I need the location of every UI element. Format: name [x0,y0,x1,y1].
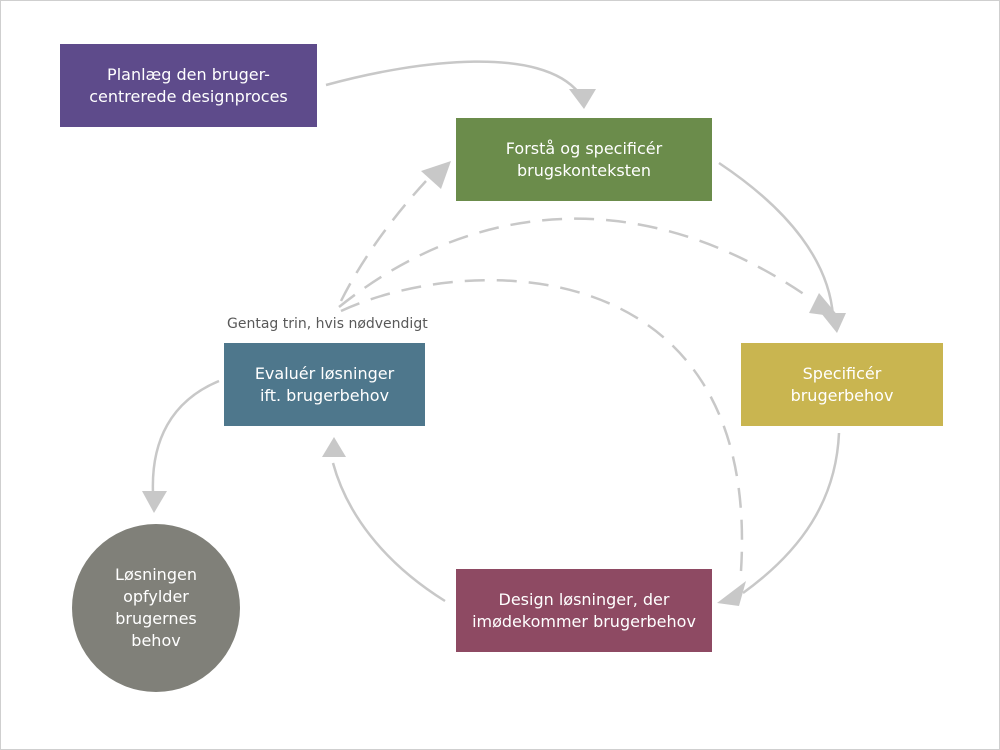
arrowhead-specify [821,313,846,333]
arrowhead-understand [569,89,596,109]
arrowhead-dashed-understand [421,161,451,189]
solution-line3: brugernes [115,609,197,628]
evaluate-box-line1: Evaluér løsninger [254,363,395,383]
arrow-design-to-evaluate [331,462,446,603]
dashed-arrow-repeat-to-specify [338,217,812,308]
dashed-arrow-repeat-to-understand [339,180,427,302]
design-box-line1: Design løsninger, der [498,589,670,609]
specify-box-line2: brugerbehov [790,385,894,405]
plan-process-box: Planlæg den bruger- centrerede designpro… [60,44,317,127]
solution-line4: behov [131,631,181,650]
arrow-evaluate-to-solution [151,379,220,494]
understand-context-box: Forstå og specificér brugskonteksten [456,118,712,201]
arrow-plan-to-understand [325,60,580,94]
understand-box-line2: brugskonteksten [517,160,651,180]
arrowhead-dashed-specify [809,293,839,317]
solution-line2: opfylder [123,587,189,606]
arrowhead-design [717,581,746,606]
evaluate-solutions-box: Evaluér løsninger ift. brugerbehov [224,343,425,426]
dashed-arrow-repeat-to-design [340,279,744,572]
evaluate-box-line2: ift. brugerbehov [259,385,390,405]
arrow-understand-to-specify [718,161,835,317]
design-box-line2: imødekommer brugerbehov [472,611,696,631]
specify-box-line1: Specificér [802,363,882,383]
solution-line1: Løsningen [115,565,197,584]
design-solutions-box: Design løsninger, der imødekommer bruger… [456,569,712,652]
arrowhead-solution [142,491,167,513]
arrow-specify-to-design [742,432,841,595]
specify-needs-box: Specificér brugerbehov [741,343,943,426]
solution-meets-needs-circle: Løsningen opfylder brugernes behov [72,524,240,692]
understand-box-line1: Forstå og specificér [505,138,663,158]
repeat-steps-label: Gentag trin, hvis nødvendigt [227,316,428,332]
arrowhead-evaluate [322,437,346,457]
plan-box-line2: centrerede designproces [89,86,288,106]
plan-box-line1: Planlæg den bruger- [107,64,270,84]
